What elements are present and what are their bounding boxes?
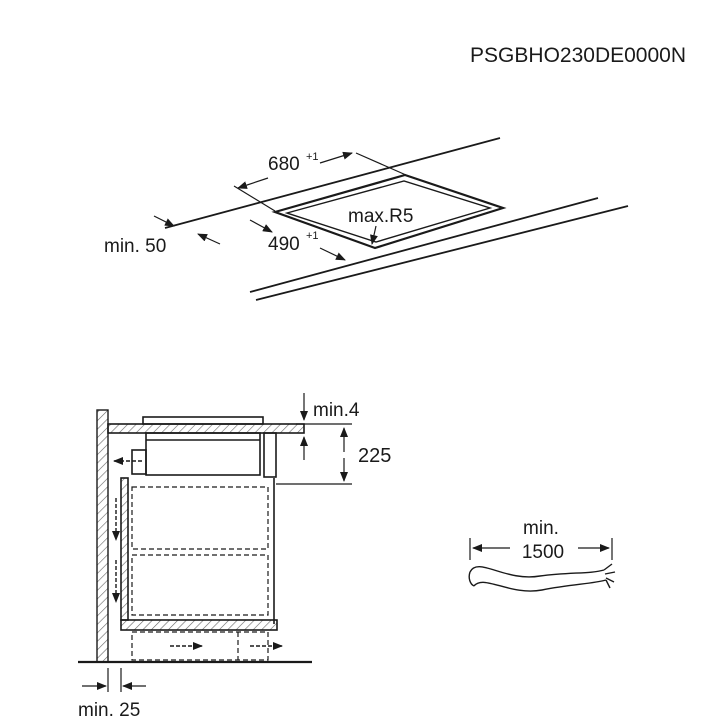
dim-depth-value: 490	[268, 234, 300, 255]
dim-height	[276, 427, 352, 485]
height-label: 225	[358, 445, 391, 467]
countertop-front-edge	[249, 197, 599, 293]
drawer-lower	[131, 554, 269, 616]
countertop-view	[164, 137, 629, 301]
countertop-section	[107, 423, 305, 434]
countertop-front-edge-lower	[255, 205, 629, 301]
dim-depth	[249, 219, 346, 261]
dim-edge-min	[153, 215, 221, 245]
dim-top-gap	[296, 393, 352, 460]
cable	[468, 563, 616, 592]
hob-glass	[142, 416, 264, 425]
dim-depth-tolerance: +1	[306, 230, 319, 242]
drawers	[131, 486, 269, 661]
cutout-inner	[284, 180, 493, 243]
cable-min-label: min.	[523, 518, 559, 539]
wall	[96, 409, 109, 663]
cutout-outline	[271, 173, 507, 250]
plinth-space	[131, 631, 269, 661]
dim-width	[233, 151, 407, 212]
cable-length-label: 1500	[522, 542, 564, 563]
countertop-back-edge	[164, 137, 501, 229]
duct-left	[131, 449, 147, 475]
hob-and-cabinet	[107, 416, 305, 631]
cabinet-base	[120, 619, 278, 631]
cable-dimension	[469, 538, 613, 560]
dim-wall-gap	[82, 668, 146, 692]
edge-min-label: min. 50	[104, 236, 166, 257]
duct-right	[263, 432, 277, 478]
wall-gap-label: min. 25	[78, 700, 140, 721]
dim-width-tolerance: +1	[306, 151, 319, 163]
cabinet-side-left	[120, 477, 129, 621]
top-gap-label: min.4	[313, 400, 360, 421]
drawer-upper	[131, 486, 269, 550]
airflow	[112, 457, 283, 650]
model-code: PSGBHO230DE0000N	[470, 44, 686, 67]
radius-arrow	[370, 225, 378, 245]
radius-label: max.R5	[348, 206, 413, 227]
dim-width-value: 680	[268, 154, 300, 175]
